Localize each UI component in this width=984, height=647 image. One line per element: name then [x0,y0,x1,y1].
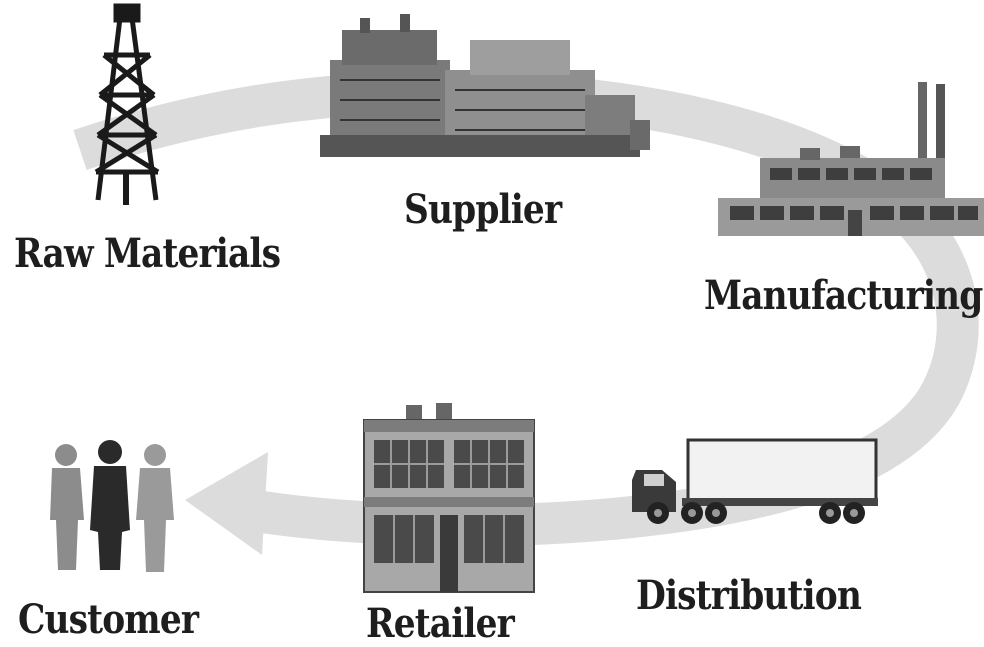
oil-derrick-icon [94,3,160,205]
label-supplier: Supplier [404,186,562,233]
industrial-plant-icon [320,14,650,157]
people-icon [50,440,174,572]
factory-icon [718,82,984,236]
truck-icon [632,438,878,524]
store-building-icon [363,403,535,593]
arrow-head [185,452,268,555]
label-raw-materials: Raw Materials [14,230,281,277]
label-manufacturing: Manufacturing [704,272,983,319]
label-customer: Customer [18,596,199,643]
label-distribution: Distribution [636,572,862,619]
label-retailer: Retailer [366,600,515,647]
